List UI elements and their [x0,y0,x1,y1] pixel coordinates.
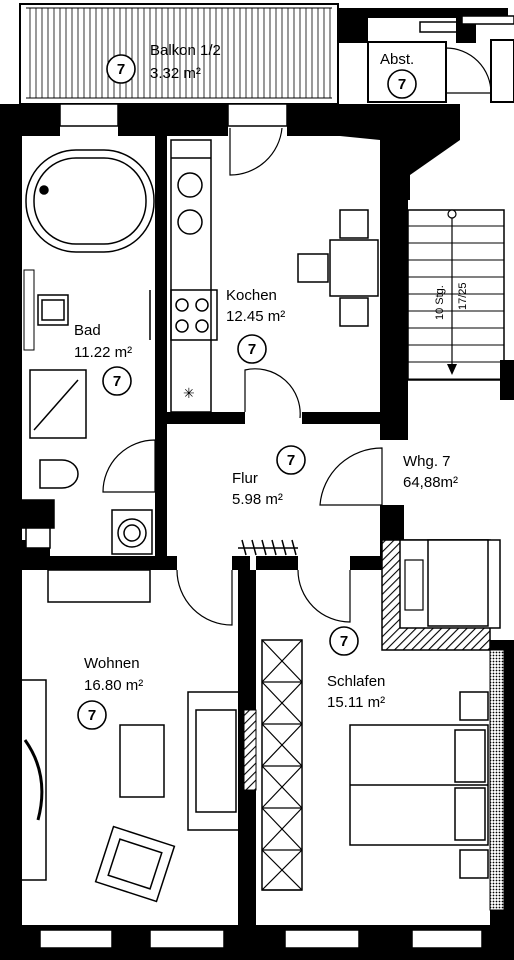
room-label-abst: Abst. 7 [380,51,417,99]
unit-marker-circle [77,700,107,730]
room-name: Abst. [380,51,414,68]
room-area: 15.11 m² [327,694,385,711]
nightstand [459,691,489,721]
unit-number: 7 [117,61,125,78]
kitchen-fixtures: ✳ [149,139,379,413]
stairs: 10 Stg. 17/25 [407,209,514,400]
room-label-whg: Whg. 7 64,88m² [403,453,458,491]
room-area: 5.98 m² [232,491,283,508]
unit-number: 7 [287,452,295,469]
bad-door-swing [102,439,156,493]
bathroom-fixtures [21,149,155,555]
wohnen-furniture [19,569,257,903]
sofa [187,691,243,831]
wardrobe [261,639,303,891]
svg-text:✳: ✳ [183,386,195,402]
unit-marker-circle [387,69,417,99]
bathtub-inner [33,157,147,245]
washing-machine [111,509,153,555]
chair [297,253,329,283]
armchair [94,825,176,903]
kitchen-door-swing [244,368,301,419]
nightstand [459,849,489,879]
unit-marker-circle [237,334,267,364]
wall [456,8,476,43]
abst-door-swing [445,47,492,94]
room-area: 3.32 m² [150,65,201,82]
wall [338,8,368,43]
chair [339,297,369,327]
stair-steps-label: 10 Stg. [434,285,446,320]
entrance-door-swing [319,447,383,506]
bathtub [25,149,155,253]
unit-number: 7 [398,76,406,93]
unit-marker-circle [106,54,136,84]
stove [170,289,218,341]
room-name: Bad [74,322,101,339]
tub-drain [39,185,49,195]
wohnen-door-swing [176,569,233,626]
room-label-balkon: Balkon 1/2 3.32 m² 7 [106,42,221,84]
room-label-kochen: Kochen 12.45 m² 7 [226,287,285,364]
room-name: Schlafen [327,673,385,690]
room-area: 11.22 m² [74,344,132,361]
unit-number: 7 [88,707,96,724]
chimney-block [381,539,501,651]
unit-number: 7 [340,633,348,650]
unit-number: 7 [113,373,121,390]
tv [23,739,44,821]
window [419,21,459,33]
sideboard [47,569,151,603]
room-name: Whg. 7 [403,453,451,470]
top-windows [59,103,288,127]
room-label-schlafen: Schlafen 15.11 m² 7 [327,626,385,711]
window [461,15,514,25]
shelf [19,679,47,881]
room-name: Kochen [226,287,277,304]
room-name: Wohnen [84,655,140,672]
unit-marker-circle [329,626,359,656]
sink [37,294,69,326]
room-name: Flur [232,470,258,487]
room-label-bad: Bad 11.22 m² 7 [74,322,132,396]
schlafen-door-swing [297,569,351,623]
sink-bowl [177,209,203,235]
balcony [19,3,339,105]
coffee-table [119,724,165,798]
stair-rise-label: 17/25 [457,282,469,310]
bottom-windows [39,929,483,949]
room-area: 12.45 m² [226,308,285,325]
unit-marker-circle [102,366,132,396]
room-label-flur: Flur 5.98 m² 7 [232,445,306,508]
unit-marker-circle [276,445,306,475]
unit-number: 7 [248,341,256,358]
sink-bowl [177,172,203,198]
chair [339,209,369,239]
shower [29,369,87,439]
abst-room [367,39,514,103]
schlafen-furniture [261,639,489,891]
room-label-wohnen: Wohnen 16.80 m² 7 [77,655,143,730]
room-area: 64,88m² [403,474,458,491]
kitchen-top-door-swing [229,127,283,176]
toilet [39,459,79,489]
radiator [238,539,298,556]
room-area: 16.80 m² [84,677,143,694]
balcony-railing [26,7,332,99]
wall [368,8,508,18]
dining-table [329,239,379,297]
room-name: Balkon 1/2 [150,42,221,59]
